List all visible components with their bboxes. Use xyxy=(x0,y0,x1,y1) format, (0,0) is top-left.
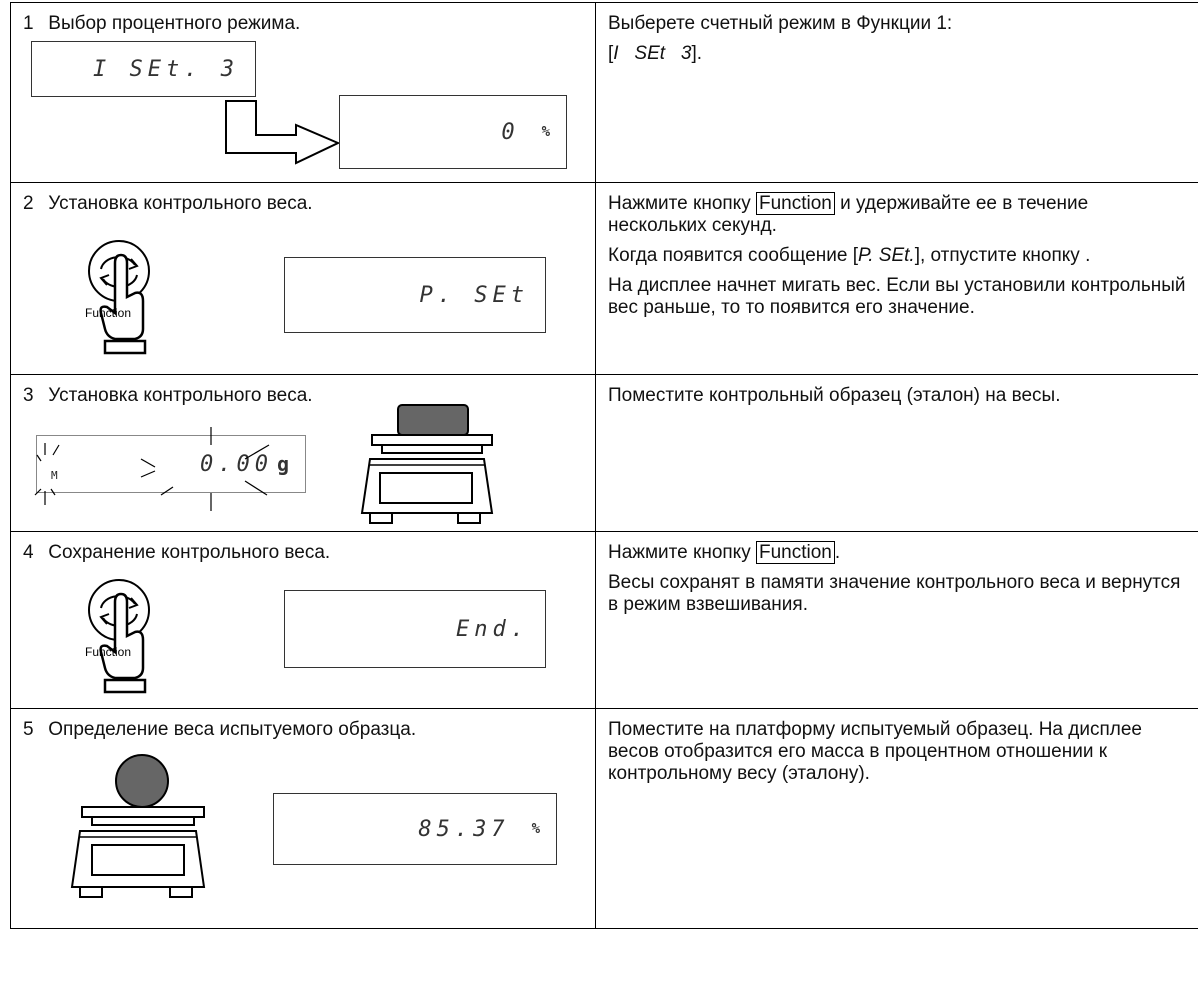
step-row-4: 4 Сохранение контрольного веса. Function… xyxy=(10,531,1198,709)
step-3-illustration-cell: 3 Установка контрольного веса. M 0.00 g xyxy=(10,374,596,532)
bracket-close: ]. xyxy=(691,43,703,64)
function-key-label: Function xyxy=(755,541,835,564)
lcd-unit: % xyxy=(531,821,540,837)
step-2-title: 2 Установка контрольного веса. xyxy=(23,193,313,215)
arrow-right-icon xyxy=(225,100,341,165)
instruction-table: 1 Выбор процентного режима. I SEt. 3 0 %… xyxy=(10,2,1198,929)
step-5-illustration-cell: 5 Определение веса испытуемого образца. … xyxy=(10,708,596,929)
step-1-illustration-cell: 1 Выбор процентного режима. I SEt. 3 0 % xyxy=(10,2,596,183)
step-4-desc-line-2: Весы сохранят в памяти значение контроль… xyxy=(608,572,1181,615)
step-5-description-cell: Поместите на платформу испытуемый образе… xyxy=(595,708,1198,929)
weighing-scale-with-sample-icon xyxy=(360,404,494,524)
function-button-press-icon: Function xyxy=(85,579,150,694)
step-row-5: 5 Определение веса испытуемого образца. … xyxy=(10,708,1198,929)
step-row-3: 3 Установка контрольного веса. M 0.00 g xyxy=(10,374,1198,532)
function-button-press-icon: Function xyxy=(85,240,150,355)
lcd-display-end: End. xyxy=(284,590,546,668)
memory-indicator: M xyxy=(51,469,58,482)
lcd-display-function-setting: I SEt. 3 xyxy=(31,41,256,97)
lcd-unit: g xyxy=(276,452,289,476)
step-row-2: 2 Установка контрольного веса. Function … xyxy=(10,182,1198,375)
step-1-desc-line-1: Выберете счетный режим в Функции 1: xyxy=(608,13,953,34)
step-row-1: 1 Выбор процентного режима. I SEt. 3 0 %… xyxy=(10,2,1198,183)
step-number: 4 xyxy=(23,542,34,563)
step-title-text: Определение веса испытуемого образца. xyxy=(48,719,417,740)
step-2-desc-line-2: Когда появится сообщение [P. SEt.], отпу… xyxy=(608,245,1091,266)
lcd-text: P. SEt xyxy=(419,282,529,308)
lcd-unit: % xyxy=(541,124,550,140)
lcd-display-percent-zero: 0 % xyxy=(339,95,567,169)
step-title-text: Установка контрольного веса. xyxy=(48,385,313,406)
bracket-open: [ xyxy=(608,43,614,64)
step-number: 2 xyxy=(23,193,34,214)
step-title-text: Выбор процентного режима. xyxy=(48,13,301,34)
step-5-title: 5 Определение веса испытуемого образца. xyxy=(23,719,416,741)
step-5-desc-line-1: Поместите на платформу испытуемый образе… xyxy=(608,719,1142,784)
lcd-text: 0 xyxy=(501,119,520,145)
step-4-description-cell: Нажмите кнопку Function. Весы сохранят в… xyxy=(595,531,1198,709)
step-1-title: 1 Выбор процентного режима. xyxy=(23,13,300,35)
lcd-text: I SEt. 3 xyxy=(93,56,239,82)
step-number: 1 xyxy=(23,13,34,34)
step-3-title: 3 Установка контрольного веса. xyxy=(23,385,313,407)
step-4-desc-line-1: Нажмите кнопку Function. xyxy=(608,541,841,564)
step-title-text: Сохранение контрольного веса. xyxy=(48,542,331,563)
step-1-desc-line-2: [I SEt 3]. xyxy=(608,43,1192,65)
step-3-desc-line-1: Поместите контрольный образец (эталон) н… xyxy=(608,385,1061,406)
step-1-description-cell: Выберете счетный режим в Функции 1: [I S… xyxy=(595,2,1198,183)
lcd-text: 0.00 xyxy=(199,451,273,477)
function-code-number: I xyxy=(613,43,619,64)
step-2-illustration-cell: 2 Установка контрольного веса. Function … xyxy=(10,182,596,375)
weighing-scale-with-test-sample-icon xyxy=(70,754,206,898)
step-number: 5 xyxy=(23,719,34,740)
lcd-display-blinking-weight: M 0.00 g xyxy=(36,435,306,493)
step-2-description-cell: Нажмите кнопку Function и удерживайте ее… xyxy=(595,182,1198,375)
button-caption: Function xyxy=(85,306,131,320)
lcd-text: 85.37 xyxy=(418,816,510,842)
lcd-display-percent-result: 85.37 % xyxy=(273,793,557,865)
step-2-desc-line-1: Нажмите кнопку Function и удерживайте ее… xyxy=(608,192,1089,236)
step-number: 3 xyxy=(23,385,34,406)
step-title-text: Установка контрольного веса. xyxy=(48,193,313,214)
lcd-display-p-set: P. SEt xyxy=(284,257,546,333)
function-key-label: Function xyxy=(755,192,835,215)
step-4-illustration-cell: 4 Сохранение контрольного веса. Function… xyxy=(10,531,596,709)
function-code-value: 3 xyxy=(680,43,692,64)
step-2-desc-line-3: На дисплее начнет мигать вес. Если вы ус… xyxy=(608,275,1186,318)
blink-rays-icon xyxy=(34,427,270,511)
function-code-set: SEt xyxy=(634,43,666,64)
button-caption: Function xyxy=(85,645,131,659)
step-4-title: 4 Сохранение контрольного веса. xyxy=(23,542,330,564)
lcd-text: End. xyxy=(456,616,529,642)
step-3-description-cell: Поместите контрольный образец (эталон) н… xyxy=(595,374,1198,532)
